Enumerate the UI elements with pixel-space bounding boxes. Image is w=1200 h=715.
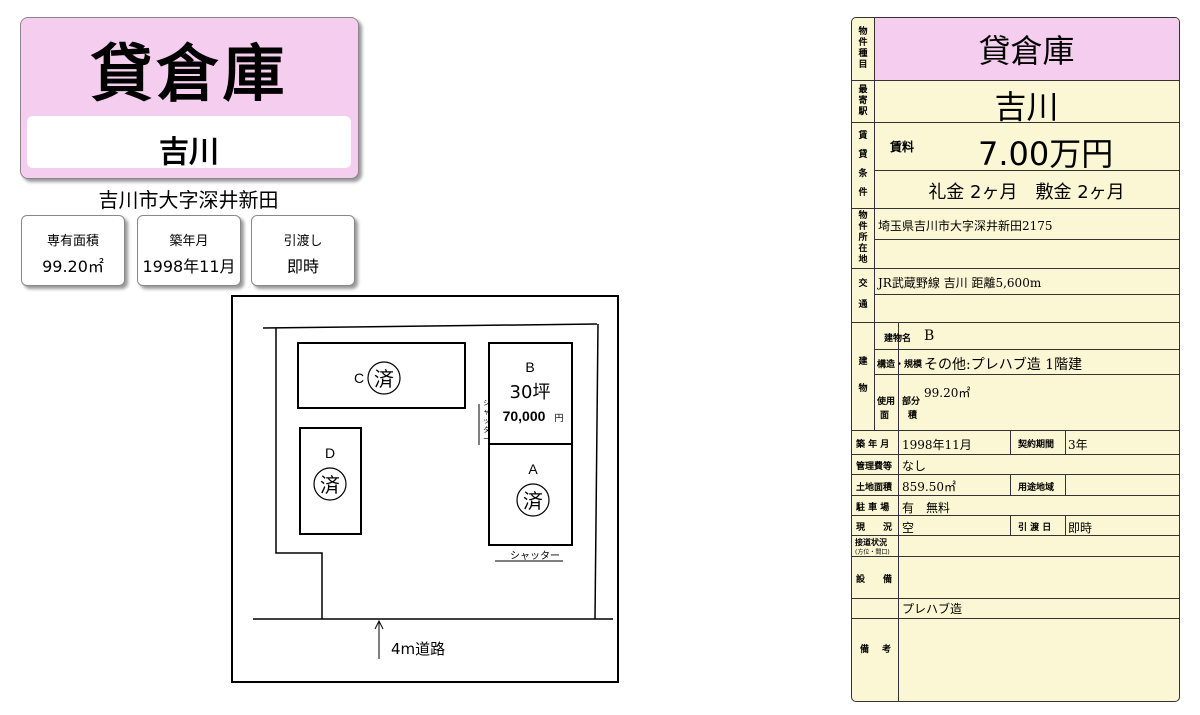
- remarks-value: プレハブ造: [902, 602, 963, 616]
- unit-c-taken-mark: [367, 361, 401, 395]
- label-contract-period: 契約期間: [1018, 440, 1055, 450]
- label-property-type: 物件種目: [858, 27, 868, 70]
- label-nearest-station: 最寄駅: [858, 84, 868, 117]
- label-remarks-a: 備: [860, 645, 870, 655]
- current-status-value: 空: [902, 521, 915, 535]
- label-management-fee: 管理費等: [856, 462, 893, 472]
- property-type-value: 貸倉庫: [978, 32, 1075, 70]
- label-remarks-b: 考: [882, 645, 892, 655]
- unit-a-label: A: [528, 461, 538, 477]
- property-sheet: 物件種目 最寄駅 賃貸条件 物件所在地 交通 建物 貸倉庫 吉川 賃料 7.00…: [851, 17, 1180, 702]
- unit-b-area: 30坪: [510, 382, 551, 403]
- site-plan: C 済 D 済 B 30坪 70,000 円 A 済 シ ャ ッ タ ー シャッ…: [231, 295, 619, 683]
- shutter-vertical-char: ッ: [483, 417, 490, 425]
- shutter-vertical-char: ャ: [483, 408, 490, 416]
- site-plan-drawing: C 済 D 済 B 30坪 70,000 円 A 済 シ ャ ッ タ ー シャッ…: [253, 323, 613, 659]
- unit-b: [488, 342, 573, 445]
- label-usage-area-c: 面: [880, 411, 890, 421]
- shutter-vertical-char: シ: [483, 399, 490, 407]
- handover-value: 即時: [1068, 521, 1093, 535]
- nearest-station-value: 吉川: [994, 88, 1059, 126]
- label-transport: 交通: [858, 279, 868, 310]
- unit-c-label: C: [354, 370, 364, 386]
- land-area-value: 859.50㎡: [902, 480, 956, 494]
- management-fee-value: なし: [902, 459, 927, 473]
- shutter-vertical-char: タ: [483, 425, 490, 434]
- road-label: 4m道路: [391, 640, 445, 658]
- unit-d-taken-mark: [313, 467, 347, 501]
- usage-area-value: 99.20㎡: [924, 386, 971, 400]
- label-parking: 駐 車 場: [856, 503, 890, 513]
- unit-a-taken-mark: [516, 483, 550, 517]
- label-structure: 構造・規模: [877, 360, 923, 370]
- unit-b-price-unit: 円: [554, 413, 563, 424]
- station-box: 吉川: [27, 116, 351, 170]
- building-name-value: B: [924, 328, 935, 344]
- unit-b-label: B: [525, 359, 534, 375]
- unit-d-label: D: [325, 445, 335, 461]
- boundary-left: [275, 328, 323, 619]
- label-built: 築 年 月: [856, 440, 890, 450]
- stat-floor-area: 専有面積 99.20㎡: [21, 215, 125, 286]
- label-zoning: 用途地域: [1018, 483, 1055, 493]
- contract-period-value: 3年: [1068, 438, 1088, 452]
- label-handover: 引 渡 日: [1018, 523, 1052, 533]
- label-location: 物件所在地: [858, 210, 868, 265]
- boundary-right: [594, 323, 599, 620]
- label-road-access: 接道状況: [855, 538, 887, 547]
- unit-b-price: 70,000: [503, 408, 546, 424]
- property-type-band: [874, 18, 1179, 80]
- stat-label: 引渡し: [283, 234, 323, 249]
- stat-label: 専有面積: [46, 234, 99, 249]
- listing-title: 貸倉庫: [90, 37, 289, 110]
- label-usage-area-b: 部分: [902, 397, 921, 407]
- location-value: 埼玉県吉川市大字深井新田2175: [878, 219, 1053, 233]
- label-facilities: 設 備: [856, 575, 893, 585]
- stat-built: 築年月 1998年11月: [137, 215, 241, 286]
- unit-d-status: 済: [320, 473, 340, 497]
- shutter-horizontal-label: シャッター: [510, 550, 560, 562]
- label-road-access-sub: (方位・間口): [855, 549, 890, 556]
- unit-a-status: 済: [523, 489, 543, 513]
- address-line: 吉川市大字深井新田: [98, 188, 279, 212]
- built-value: 1998年11月: [902, 438, 972, 452]
- parking-value: 有 無料: [902, 501, 951, 515]
- label-usage-area-a: 使用: [877, 397, 896, 407]
- station-name: 吉川: [159, 135, 219, 170]
- label-building: 建物: [858, 357, 868, 394]
- label-usage-area-d: 積: [908, 411, 918, 421]
- stat-handover: 引渡し 即時: [251, 215, 355, 286]
- shutter-vertical-char: ー: [483, 435, 490, 443]
- deposit-key-money: 礼金 2ヶ月 敷金 2ヶ月: [928, 182, 1125, 203]
- stat-value: 1998年11月: [142, 257, 236, 276]
- transport-value: JR武蔵野線 吉川 距離5,600m: [878, 276, 1042, 290]
- label-current-status: 現 況: [856, 523, 893, 533]
- stat-value: 即時: [286, 257, 319, 276]
- title-card: 貸倉庫 吉川: [20, 17, 359, 179]
- structure-value: その他:プレハブ造 1階建: [924, 357, 1083, 373]
- unit-c-status: 済: [374, 367, 394, 391]
- road-arrow-head: [374, 619, 384, 630]
- boundary-top: [262, 323, 598, 329]
- label-land-area: 土地面積: [856, 483, 893, 493]
- label-lease-terms: 賃貸条件: [858, 131, 868, 198]
- label-building-name: 建物名: [884, 334, 912, 344]
- rent-value: 7.00万円: [978, 135, 1114, 173]
- stat-value: 99.20㎡: [42, 257, 104, 276]
- stat-label: 築年月: [169, 234, 209, 249]
- rent-label: 賃料: [890, 140, 915, 154]
